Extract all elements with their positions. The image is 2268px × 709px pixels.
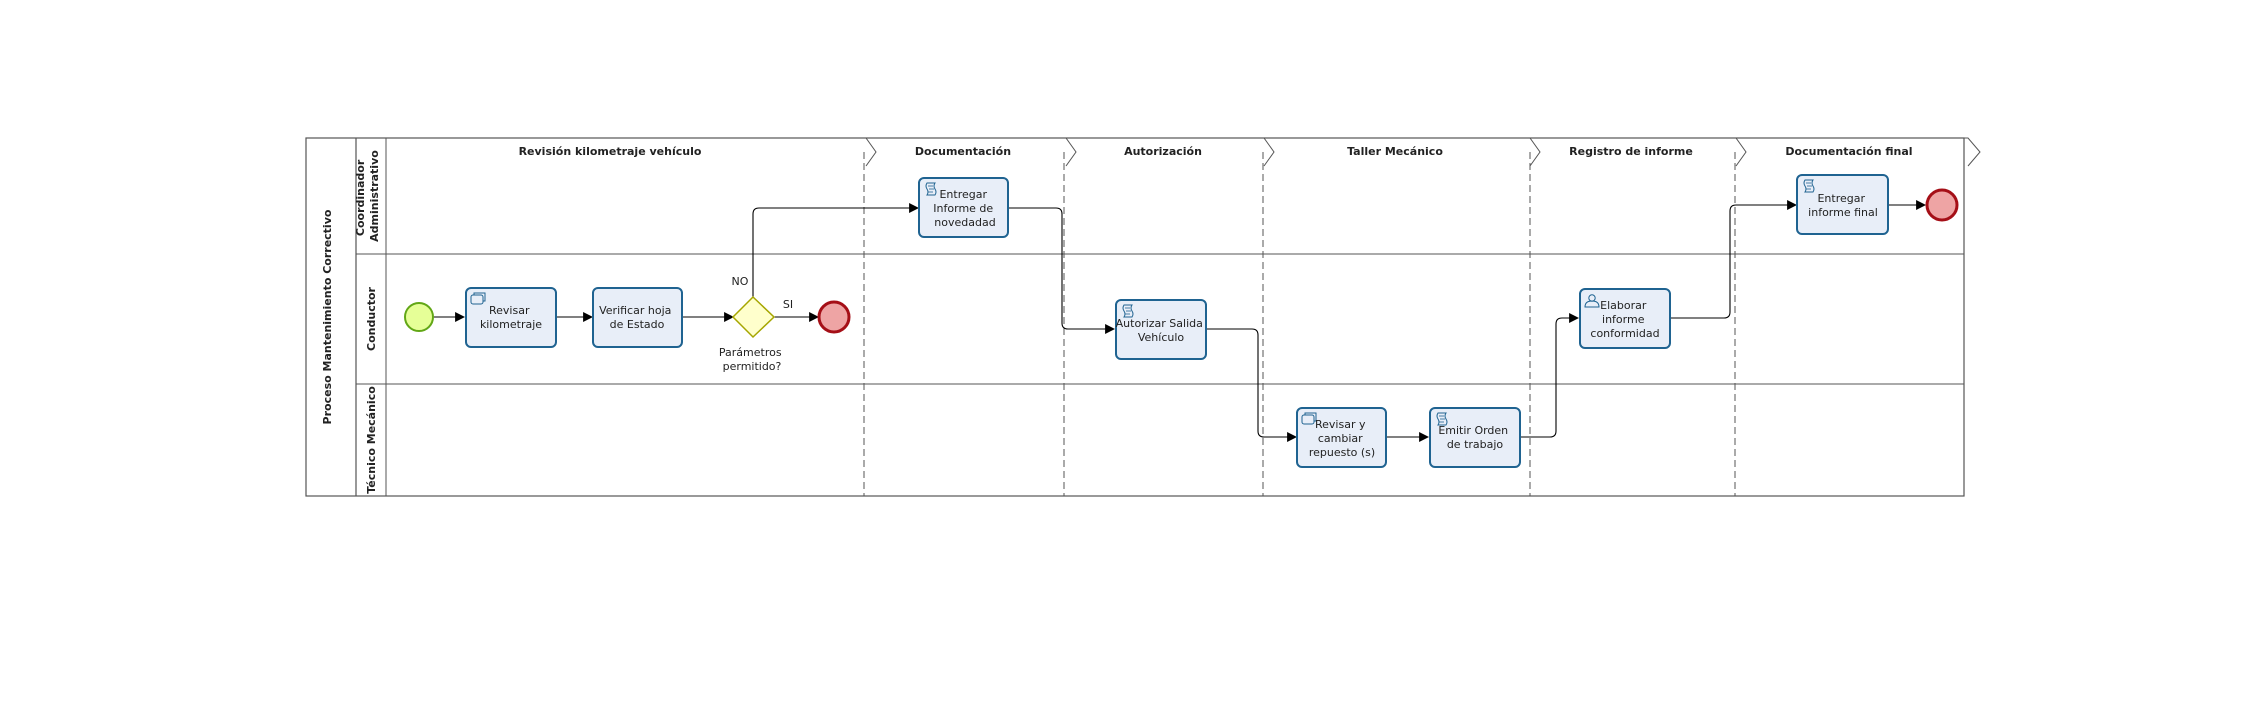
sequence-flow[interactable] <box>1670 200 1797 319</box>
end-event[interactable] <box>817 300 851 334</box>
task-revisar-cambiar-repuesto[interactable]: Revisar y cambiar repuesto (s) <box>1296 407 1387 468</box>
phase-header <box>386 137 1981 167</box>
sequence-flow-no[interactable] <box>752 203 919 297</box>
task-label-line: de Estado <box>610 318 665 331</box>
task-label-line: de trabajo <box>1447 438 1504 451</box>
task-label-line: Elaborar <box>1600 299 1647 312</box>
task-label-line: conformidad <box>1590 327 1659 340</box>
svg-text:Entregar informe final: Entregar informe final <box>1808 192 1878 219</box>
task-label-line: novedadad <box>934 216 995 229</box>
svg-text:Entregar Informe de: Entregar Informe de novedadad <box>933 188 996 229</box>
script-task-icon <box>1803 179 1815 193</box>
phase-label: Revisión kilometraje vehículo <box>519 145 702 158</box>
task-label-line: informe final <box>1808 206 1878 219</box>
task-label-line: Entregar <box>939 188 987 201</box>
sequence-flow[interactable] <box>1206 328 1297 442</box>
svg-text:Revisar kilometraje: Revisar kilometraje <box>480 304 542 331</box>
sequence-flow[interactable] <box>1520 313 1579 438</box>
phase-label: Taller Mecánico <box>1347 145 1443 158</box>
sequence-flow[interactable] <box>1008 207 1115 334</box>
phase-label: Documentación final <box>1785 145 1912 158</box>
svg-text:Verificar hoja de Estado: Verificar hoja de Estado <box>599 304 675 331</box>
phase-label: Autorización <box>1124 145 1202 158</box>
task-emitir-orden[interactable]: Emitir Orden de trabajo <box>1429 407 1521 468</box>
manual-task-icon <box>1301 412 1317 425</box>
lane-label-line: Coordinador <box>354 159 367 236</box>
task-label-line: Revisar y <box>1315 418 1366 431</box>
gateway-si-label: SI <box>783 298 793 311</box>
svg-text:Autorizar Salida Vehícul: Autorizar Salida Vehículo <box>1116 317 1207 344</box>
lane-label-line: Conductor <box>365 286 378 351</box>
task-label-line: repuesto (s) <box>1309 446 1375 459</box>
lane-label-tecnico: Técnico Mecánico <box>365 386 378 494</box>
exclusive-gateway[interactable] <box>731 295 776 339</box>
task-label-line: Revisar <box>489 304 530 317</box>
task-label-line: informe <box>1602 313 1645 326</box>
lane-label-conductor: Conductor <box>365 286 378 351</box>
task-label-line: Emitir Orden <box>1438 424 1508 437</box>
end-event[interactable] <box>1925 188 1959 222</box>
pool-title: Proceso Mantenimiento Correctivo <box>321 209 334 424</box>
task-elaborar-informe[interactable]: Elaborar informe conformidad <box>1579 288 1671 349</box>
user-task-icon <box>1584 294 1600 308</box>
task-label-line: Verificar hoja <box>599 304 671 317</box>
script-task-icon <box>1122 304 1134 318</box>
svg-text:Elaborar informe c: Elaborar informe conformidad <box>1590 299 1659 340</box>
task-verificar-hoja[interactable]: Verificar hoja de Estado <box>592 287 683 348</box>
task-entregar-informe-novedad[interactable]: Entregar Informe de novedadad <box>918 177 1009 238</box>
task-autorizar-salida[interactable]: Autorizar Salida Vehículo <box>1115 299 1207 360</box>
task-label-line: cambiar <box>1318 432 1363 445</box>
gateway-question: Parámetros permitido? <box>719 346 785 373</box>
phase-label: Documentación <box>915 145 1011 158</box>
lane-label-line: Administrativo <box>368 150 381 242</box>
svg-text:Emitir Orden de trabajo: Emitir Orden de trabajo <box>1438 424 1511 451</box>
task-label-line: Entregar <box>1817 192 1865 205</box>
svg-text:Revisar y cambiar: Revisar y cambiar repuesto (s) <box>1309 418 1375 459</box>
task-label-line: Vehículo <box>1138 331 1185 344</box>
manual-task-icon <box>470 292 486 305</box>
task-label-line: kilometraje <box>480 318 542 331</box>
task-entregar-informe-final[interactable]: Entregar informe final <box>1796 174 1889 235</box>
gateway-question-line: Parámetros <box>719 346 782 359</box>
start-event[interactable] <box>404 302 434 332</box>
script-task-icon <box>925 182 937 196</box>
phase-label: Registro de informe <box>1569 145 1693 158</box>
gateway-question-line: permitido? <box>723 360 782 373</box>
gateway-no-label: NO <box>732 275 749 288</box>
script-task-icon <box>1436 412 1448 426</box>
task-label-line: Informe de <box>933 202 993 215</box>
task-label-line: Autorizar Salida <box>1116 317 1203 330</box>
lane-label-coordinador: Coordinador Administrativo <box>354 150 381 242</box>
lane-label-line: Técnico Mecánico <box>365 386 378 494</box>
task-revisar-kilometraje[interactable]: Revisar kilometraje <box>465 287 557 348</box>
